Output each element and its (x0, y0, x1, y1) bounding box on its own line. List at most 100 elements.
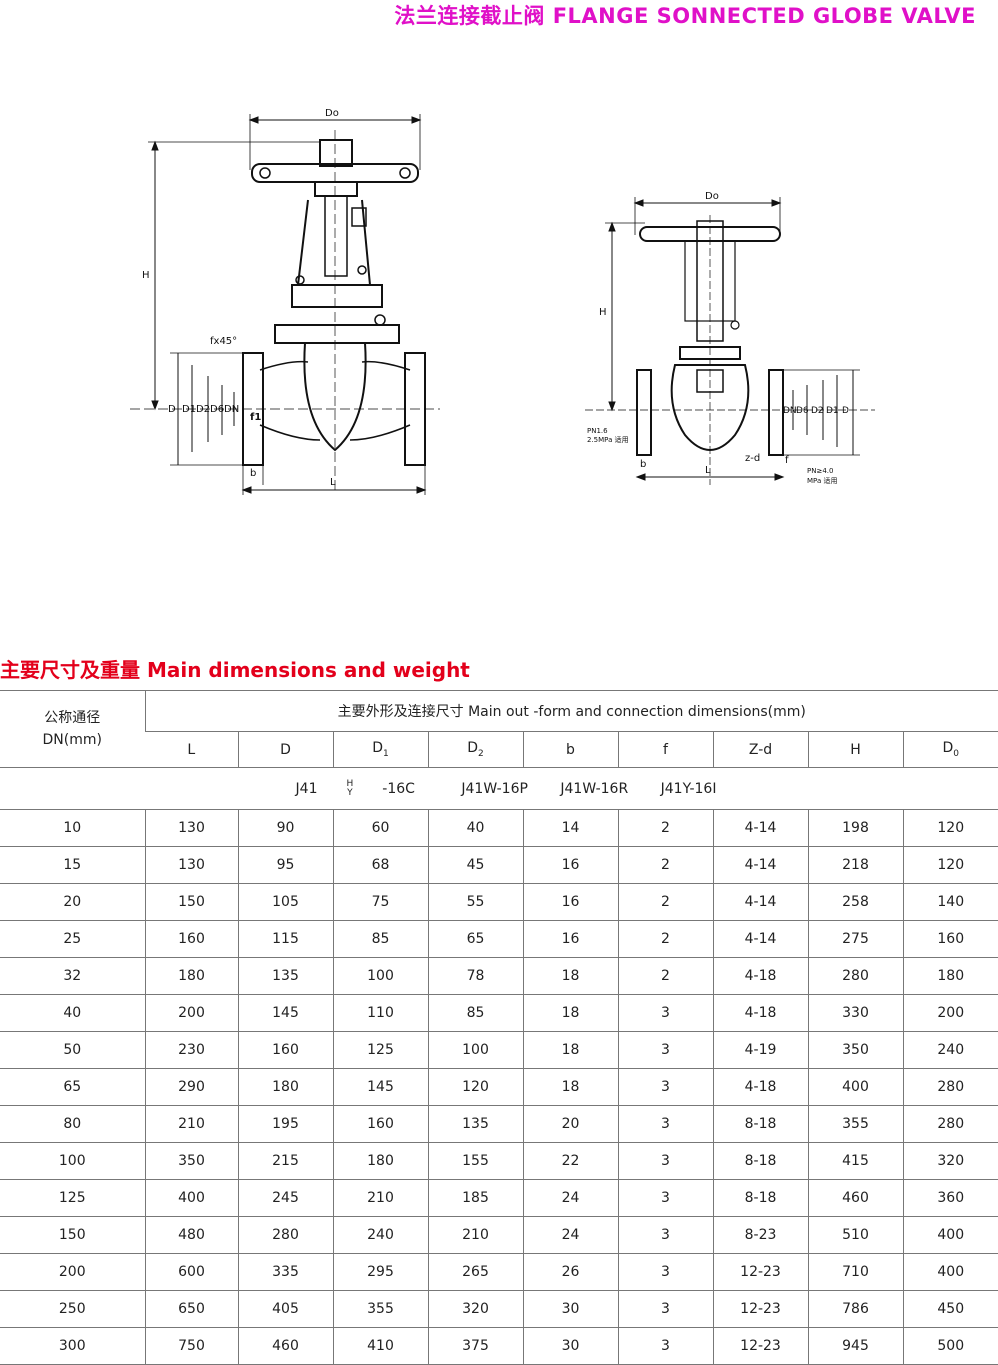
label-do: Do (325, 108, 339, 119)
valve-drawing-left: Do H (130, 100, 440, 500)
model-4: J41Y-16I (660, 780, 717, 797)
table-cell: 8-23 (712, 1216, 808, 1254)
table-cell: 375 (427, 1327, 523, 1365)
table-cell: 150 (0, 1216, 145, 1254)
table-cell: 210 (332, 1179, 428, 1217)
label-dn-right: DN (783, 406, 797, 416)
col-b: b (522, 731, 618, 768)
table-cell: 4-18 (712, 1068, 808, 1106)
table-cell: 230 (144, 1031, 238, 1069)
table-cell: 500 (902, 1327, 998, 1365)
table-cell: 3 (617, 1216, 713, 1254)
col-f: f (617, 731, 713, 768)
table-cell: 710 (807, 1253, 903, 1291)
table-cell: 14 (522, 809, 618, 847)
label-h: H (142, 270, 150, 281)
table-cell: 78 (427, 957, 523, 995)
table-cell: 245 (237, 1179, 333, 1217)
col-d0: D0 (902, 731, 998, 768)
note-pn-right-2: MPa 适用 (807, 476, 837, 485)
table-cell: 125 (0, 1179, 145, 1217)
table-cell: 4-19 (712, 1031, 808, 1069)
table-cell: 55 (427, 883, 523, 921)
table-cell: 510 (807, 1216, 903, 1254)
table-cell: 135 (237, 957, 333, 995)
table-cell: 290 (144, 1068, 238, 1106)
label-d-right: D (842, 406, 849, 416)
table-cell: 85 (427, 994, 523, 1032)
table-cell: 65 (427, 920, 523, 958)
table-cell: 300 (0, 1327, 145, 1365)
table-cell: 22 (522, 1142, 618, 1180)
table-cell: 320 (427, 1290, 523, 1328)
table-cell: 68 (332, 846, 428, 884)
table-cell: 95 (237, 846, 333, 884)
label-f-right: f (785, 455, 789, 466)
table-cell: 275 (807, 920, 903, 958)
table-cell: 160 (332, 1105, 428, 1143)
table-cell: 280 (902, 1068, 998, 1106)
table-cell: 4-14 (712, 883, 808, 921)
table-cell: 295 (332, 1253, 428, 1291)
table-cell: 16 (522, 883, 618, 921)
table-cell: 210 (144, 1105, 238, 1143)
table-cell: 3 (617, 1290, 713, 1328)
table-cell: 180 (902, 957, 998, 995)
table-cell: 280 (902, 1105, 998, 1143)
table-cell: 18 (522, 994, 618, 1032)
col-zd: Z-d (712, 731, 808, 768)
label-dn: DN (224, 404, 239, 415)
table-cell: 415 (807, 1142, 903, 1180)
table-cell: 400 (807, 1068, 903, 1106)
dn-header-cn: 公称通径 (44, 710, 101, 726)
table-cell: 105 (237, 883, 333, 921)
table-cell: 120 (427, 1068, 523, 1106)
label-f1: f1 (250, 412, 261, 423)
label-zd: z-d (745, 453, 760, 464)
table-cell: 155 (427, 1142, 523, 1180)
table-cell: 8-18 (712, 1142, 808, 1180)
table-cell: 218 (807, 846, 903, 884)
table-cell: 30 (522, 1327, 618, 1365)
table-cell: 240 (332, 1216, 428, 1254)
table-cell: 460 (237, 1327, 333, 1365)
table-cell: 185 (427, 1179, 523, 1217)
table-cell: 20 (0, 883, 145, 921)
table-cell: 18 (522, 1031, 618, 1069)
table-cell: 258 (807, 883, 903, 921)
table-cell: 3 (617, 1327, 713, 1365)
table-cell: 200 (902, 994, 998, 1032)
table-cell: 350 (144, 1142, 238, 1180)
table-cell: 32 (0, 957, 145, 995)
table-cell: 2 (617, 920, 713, 958)
table-cell: 786 (807, 1290, 903, 1328)
note-pn-right-1: PN≥4.0 (807, 467, 833, 475)
table-cell: 450 (902, 1290, 998, 1328)
table-cell: 150 (144, 883, 238, 921)
table-cell: 130 (144, 809, 238, 847)
table-cell: 210 (427, 1216, 523, 1254)
table-cell: 160 (902, 920, 998, 958)
table-cell: 40 (427, 809, 523, 847)
label-d: D (168, 404, 176, 415)
table-cell: 60 (332, 809, 428, 847)
table-cell: 320 (902, 1142, 998, 1180)
table-cell: 280 (807, 957, 903, 995)
table-cell: 410 (332, 1327, 428, 1365)
dn-header: 公称通径 DN(mm) (0, 690, 145, 768)
table-cell: 65 (0, 1068, 145, 1106)
section-title: 主要尺寸及重量 Main dimensions and weight (0, 658, 470, 682)
table-cell: 10 (0, 809, 145, 847)
table-cell: 100 (332, 957, 428, 995)
table-cell: 90 (237, 809, 333, 847)
